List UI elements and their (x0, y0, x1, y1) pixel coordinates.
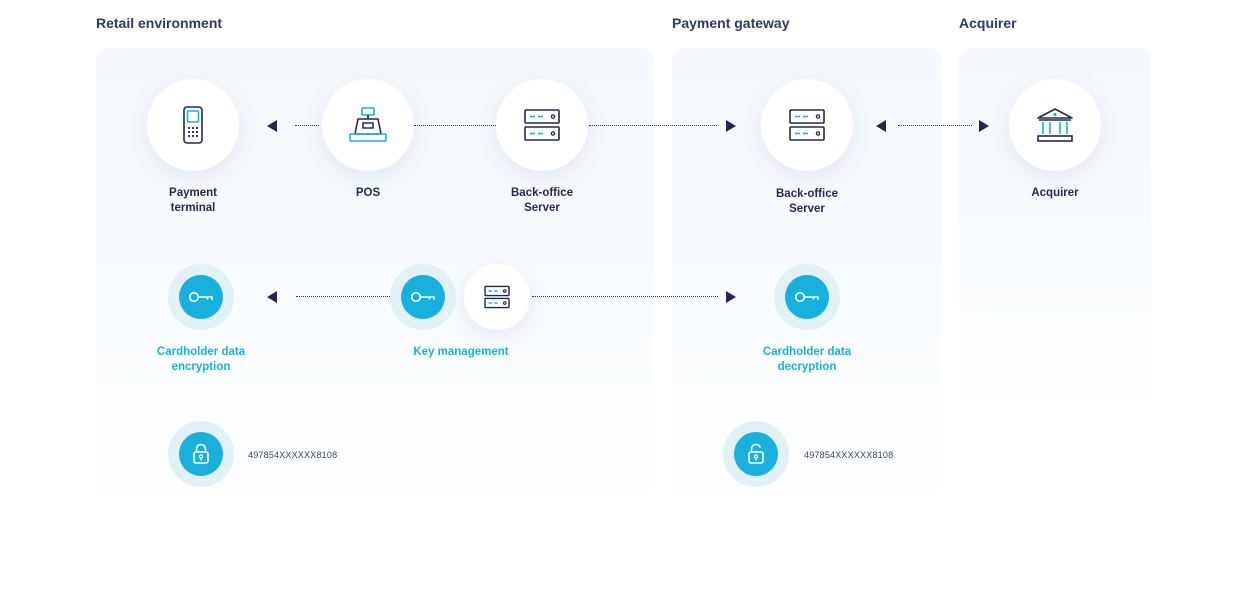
pos-label: POS (355, 187, 381, 199)
encrypted-lock-node (168, 421, 234, 487)
arrow-left-to-gateway (876, 120, 886, 132)
key-icon (188, 291, 213, 303)
section-title-retail: Retail environment (96, 15, 223, 31)
encryption-label: Cardholder data encryption (156, 346, 246, 373)
encryption-badge (179, 275, 223, 319)
arrow-right-to-acquirer (979, 120, 989, 132)
key-management-server-node (464, 264, 530, 330)
lock-icon (193, 443, 209, 464)
key-management-label: Key management (413, 346, 509, 358)
section-title-acquirer: Acquirer (959, 15, 1017, 31)
connector-backoffice-gateway (589, 125, 717, 126)
decrypted-card-number: 497854XXXXXX8108 (804, 450, 894, 460)
pos-node (322, 79, 414, 171)
section-title-gateway: Payment gateway (672, 15, 790, 31)
key-icon (410, 291, 435, 303)
arrow-left-to-terminal (267, 120, 277, 132)
key-management-badge (401, 275, 445, 319)
arrow-left-to-encryption (267, 291, 277, 303)
gateway-back-office-server-node (761, 79, 853, 171)
decryption-label: Cardholder data decryption (762, 346, 852, 373)
bank-icon (1037, 108, 1073, 142)
payment-terminal-node (147, 79, 239, 171)
payment-terminal-icon (183, 106, 203, 144)
decryption-node (774, 264, 840, 330)
encryption-node (168, 264, 234, 330)
encrypted-lock-badge (179, 432, 223, 476)
cash-register-icon (349, 107, 387, 142)
decryption-badge (785, 275, 829, 319)
encrypted-card-number: 497854XXXXXX8108 (248, 450, 338, 460)
server-icon (524, 109, 560, 141)
acquirer-label: Acquirer (1031, 187, 1079, 199)
gateway-back-office-server-label: Back-office Server (776, 188, 838, 215)
arrow-right-to-decryption (726, 291, 736, 303)
retail-back-office-server-label: Back-office Server (511, 187, 573, 214)
decrypted-unlock-node (723, 421, 789, 487)
payment-terminal-label: Payment terminal (169, 187, 217, 214)
server-icon (789, 109, 825, 141)
retail-back-office-server-node (496, 79, 588, 171)
server-icon (484, 285, 510, 309)
connector-keymgmt-encryption (296, 296, 392, 297)
unlock-icon (748, 443, 764, 464)
arrow-right-to-gateway (726, 120, 736, 132)
connector-pos-backoffice (414, 125, 496, 126)
key-icon (794, 291, 819, 303)
key-management-key-node (390, 264, 456, 330)
connector-keymgmt-decryption (532, 296, 718, 297)
connector-pos-terminal (295, 125, 319, 126)
acquirer-node (1009, 79, 1101, 171)
connector-gateway-acquirer (898, 125, 972, 126)
decrypted-unlock-badge (734, 432, 778, 476)
